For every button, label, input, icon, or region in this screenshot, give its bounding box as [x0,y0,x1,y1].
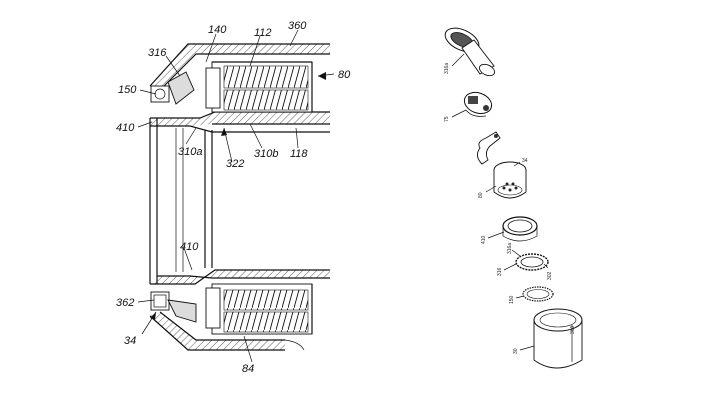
part-410-ring [502,216,538,242]
label-316-exploded: 316 [497,267,503,276]
part-80-cylinder [493,161,527,199]
spring-assembly-bottom [205,283,313,335]
exploded-leaders [451,53,549,351]
outer-housing-bottom [149,311,305,351]
label-310a: 310a [178,146,202,158]
part-316a-cap [444,27,496,77]
ring-410-bottom [150,269,330,285]
cross-section-view: 140 112 360 316 80 150 410 310a 322 310b… [116,20,351,375]
label-410-exploded: 410 [481,235,487,244]
leader-lines [137,29,335,363]
inner-bore [149,118,213,284]
label-360: 360 [288,20,307,32]
label-34: 34 [124,335,136,347]
label-316: 316 [148,47,167,59]
label-30: 30 [513,348,519,354]
label-302: 302 [547,271,553,280]
part-360-housing [533,308,583,369]
label-80-exploded: 80 [478,192,484,198]
ring-410-top [150,111,330,133]
label-150-exploded: 150 [509,295,515,304]
part-75-gear [463,91,493,117]
label-118: 118 [290,148,308,160]
label-310b: 310b [254,148,278,160]
exploded-view: 316a 75 34 80 410 316a 316 302 150 30 36… [444,27,583,369]
label-316a: 316a [444,63,450,74]
part-150-bearing-ring [522,286,554,302]
bearing-362 [150,291,197,323]
label-322: 322 [226,158,244,170]
label-360-exploded: 360 [570,325,576,334]
label-410-bottom: 410 [180,241,199,253]
part-316-toothed-ring [515,253,549,271]
label-410-top: 410 [116,122,135,134]
part-34-bracket [477,131,501,165]
label-80: 80 [338,69,351,81]
bearing-150 [150,71,195,105]
label-140: 140 [208,24,227,36]
label-84: 84 [242,363,254,375]
label-316a-exploded: 316a [507,243,513,254]
label-362: 362 [116,297,134,309]
label-112: 112 [254,27,272,39]
spring-assembly-top [205,61,313,113]
label-34-exploded: 34 [522,158,528,164]
label-150: 150 [118,84,137,96]
outer-housing-top [149,43,330,91]
label-75: 75 [444,116,450,122]
